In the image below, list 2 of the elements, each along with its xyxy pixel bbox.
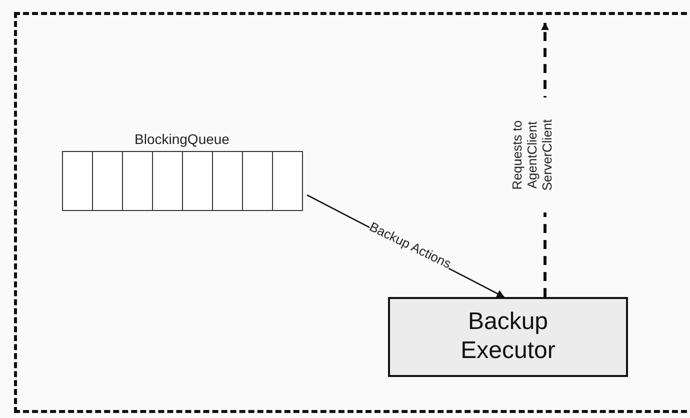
queue-title: BlockingQueue: [134, 131, 230, 147]
process-box: Backup Executor: [388, 297, 628, 377]
